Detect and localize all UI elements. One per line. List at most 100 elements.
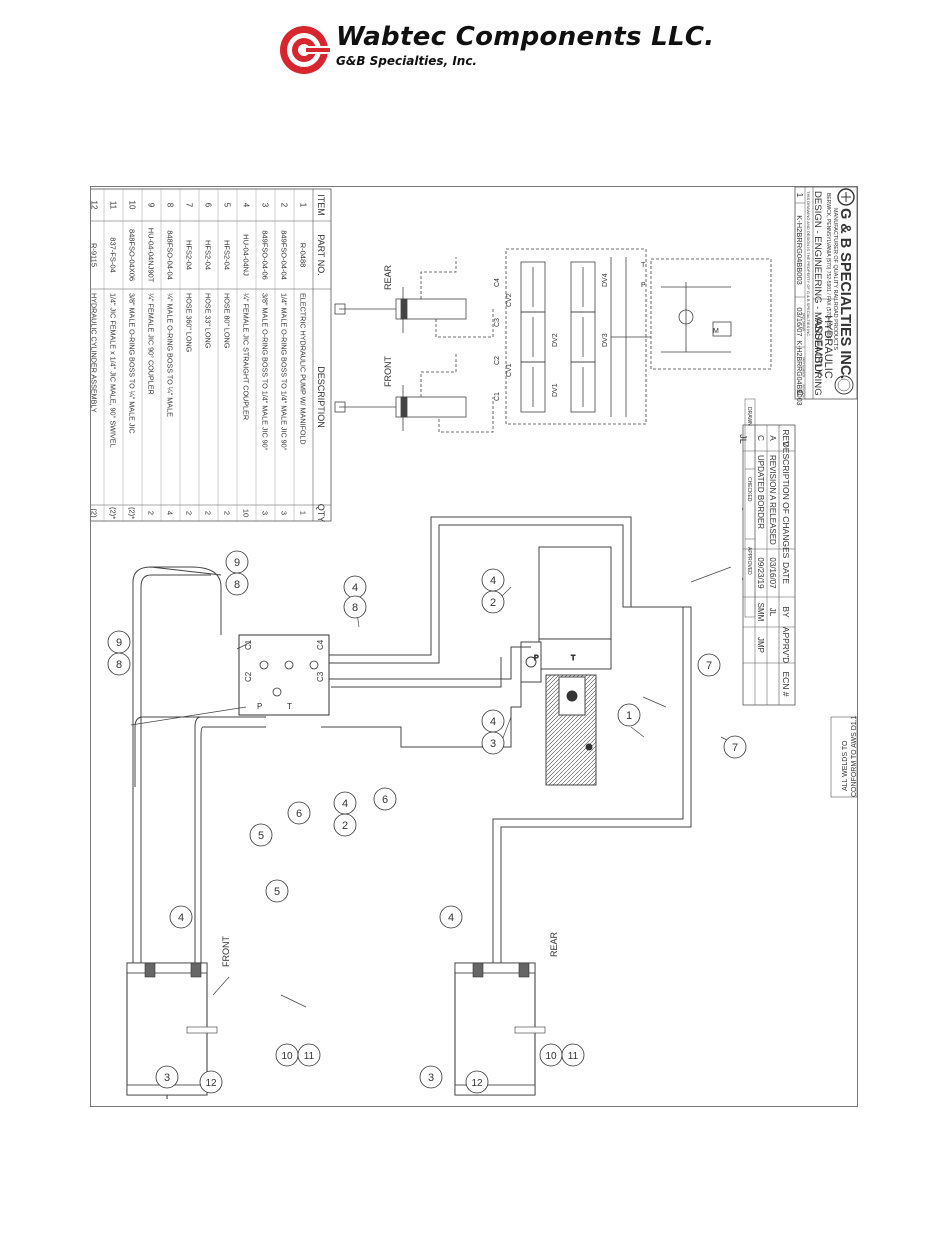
front-cylinder-label: FRONT bbox=[221, 936, 231, 967]
bom-row-12-item: 12 bbox=[91, 201, 99, 210]
svg-text:8: 8 bbox=[352, 602, 358, 614]
callout-10-rear: 10 bbox=[539, 1043, 563, 1067]
schem-c2: C2 bbox=[494, 356, 501, 365]
svg-text:3: 3 bbox=[164, 1072, 170, 1084]
bom-row-8-desc: ¼" MALE O-RING BOSS TO ¼" MALE bbox=[166, 293, 175, 417]
bom-row-3-qty: 3 bbox=[261, 511, 270, 515]
schem-c4: C4 bbox=[494, 278, 501, 287]
signature-strip: DRAWN CHECKED APPROVED bbox=[744, 398, 756, 618]
callout-12-front: 12 bbox=[199, 1070, 223, 1094]
callout-12-rear: 12 bbox=[465, 1070, 489, 1094]
svg-text:3: 3 bbox=[428, 1072, 434, 1084]
manifold: C1 C2 C4 C3 P T bbox=[238, 634, 330, 716]
callout-4-manifold: 4 bbox=[343, 575, 367, 599]
callout-7-top: 7 bbox=[697, 653, 721, 677]
svg-text:4: 4 bbox=[352, 582, 358, 594]
rev-row-2-apprvd: JMP bbox=[756, 637, 765, 653]
rev-header-date: DATE bbox=[781, 562, 791, 584]
svg-text:2: 2 bbox=[342, 820, 348, 832]
bom-row-8-qty: 4 bbox=[166, 511, 175, 515]
pump-p-label: P bbox=[534, 655, 539, 662]
callout-8-left: 8 bbox=[107, 652, 131, 676]
bom-row-6-desc: HOSE 33" LONG bbox=[204, 293, 213, 349]
rev-header-desc: DESCRIPTION OF CHANGES bbox=[781, 442, 791, 559]
bom-row-5-part: HFS2-04 bbox=[223, 240, 232, 270]
gb-logo bbox=[834, 188, 855, 395]
bom-row-2-part: 849FSO-04-04 bbox=[280, 230, 289, 280]
callout-8-manifold: 8 bbox=[343, 595, 367, 619]
tb-label-rev: REVISION bbox=[802, 384, 806, 397]
bom-table: ITEM PART NO. DESCRIPTION QTY 1R-0488ELE… bbox=[91, 188, 332, 522]
drawn-label: DRAWN bbox=[746, 407, 752, 426]
callout-11-rear: 11 bbox=[561, 1043, 585, 1067]
tb-title-2: ASSEMBLY bbox=[812, 318, 824, 377]
checked-by: - bbox=[738, 508, 748, 511]
tb-label-part: PART NUMBER bbox=[802, 357, 806, 377]
schem-dv4: DV4 bbox=[602, 273, 609, 287]
svg-text:5: 5 bbox=[274, 886, 280, 898]
bom-row-8-item: 8 bbox=[166, 203, 175, 208]
callout-4-rear: 4 bbox=[439, 905, 463, 929]
callout-4-pump-b: 4 bbox=[481, 709, 505, 733]
svg-text:4: 4 bbox=[448, 912, 454, 924]
signature-values: JL - - bbox=[738, 434, 748, 580]
schem-m: M bbox=[713, 328, 719, 335]
bom-row-5-item: 5 bbox=[223, 203, 232, 208]
callout-6-a: 6 bbox=[287, 801, 311, 825]
wabtec-logo bbox=[280, 26, 330, 74]
callout-2-manifold: 2 bbox=[333, 813, 357, 837]
rear-cylinder: REAR bbox=[454, 931, 559, 1096]
bom-row-12-desc: HYDRAULIC CYLINDER ASSEMBLY bbox=[91, 293, 99, 413]
bom-row-4-desc: ¼" FEMALE JIC STRAIGHT COUPLER bbox=[242, 293, 251, 420]
bom-row-6-qty: 2 bbox=[204, 511, 213, 515]
schem-front-label: FRONT bbox=[383, 356, 393, 387]
callout-9-top: 9 bbox=[225, 550, 249, 574]
svg-text:10: 10 bbox=[545, 1051, 557, 1062]
bom-row-6-part: HFS2-04 bbox=[204, 240, 213, 270]
rev-row-2-by: SMM bbox=[756, 603, 765, 622]
bom-row-2-desc: 1/4" MALE O-RING BOSS TO 1/4" MALE JIC 9… bbox=[280, 293, 289, 451]
bom-row-9-desc: ¼" FEMALE JIC 90° COUPLER bbox=[147, 293, 156, 395]
rev-row-1-desc: REVISION A RELEASED bbox=[768, 455, 777, 545]
tb-date: 03/16/07 bbox=[795, 307, 804, 336]
rev-header-apprvd: APPRV'D bbox=[781, 627, 791, 663]
bom-row-4-item: 4 bbox=[242, 203, 251, 208]
tb-title-1: HYDRAULIC bbox=[822, 315, 834, 379]
tb-address: BERWICK, PENNSYLVANIA (570) 752-5901 / F… bbox=[825, 193, 831, 341]
rear-cylinder-label: REAR bbox=[549, 931, 559, 957]
svg-text:1: 1 bbox=[626, 710, 632, 722]
bom-row-7-part: HFS2-04 bbox=[185, 240, 194, 270]
tb-tagline: MANUFACTURER OF QUALITY RAILROAD PRODUCT… bbox=[832, 208, 838, 350]
bom-row-12-part: R-9115 bbox=[91, 243, 99, 267]
tb-part-number: K-H2BRRG04BB003 bbox=[795, 215, 804, 285]
bom-row-3-item: 3 bbox=[261, 203, 270, 208]
bom-row-1-qty: 1 bbox=[299, 511, 308, 515]
bom-row-1-desc: ELECTRIC HYDRAULIC PUMP W/ MANIFOLD bbox=[299, 293, 308, 445]
bom-row-3-desc: 3/8" MALE O-RING BOSS TO 1/4" MALE JIC 9… bbox=[261, 293, 270, 451]
schem-dv1: DV1 bbox=[552, 383, 559, 397]
svg-text:5: 5 bbox=[258, 830, 264, 842]
welds-note-1: ALL WELDS TO bbox=[842, 740, 849, 791]
callout-1: 1 bbox=[617, 703, 641, 727]
welds-note-2: CONFORM TO AWS D1.1 bbox=[851, 715, 858, 797]
callout-4-front: 4 bbox=[169, 905, 193, 929]
svg-text:8: 8 bbox=[234, 579, 240, 591]
bom-header-item: ITEM bbox=[316, 194, 326, 216]
rev-row-1-rev: A bbox=[768, 435, 777, 441]
rev-row-1-by: JL bbox=[768, 608, 777, 617]
bom-header-desc: DESCRIPTION bbox=[316, 366, 326, 428]
subsidiary-name: G&B Specialties, Inc. bbox=[336, 54, 477, 68]
svg-text:8: 8 bbox=[116, 659, 122, 671]
bom-row-9-item: 9 bbox=[147, 203, 156, 208]
hydraulic-drawing: ITEM PART NO. DESCRIPTION QTY 1R-0488ELE… bbox=[91, 187, 858, 1099]
callout-8-top: 8 bbox=[225, 572, 249, 596]
svg-text:11: 11 bbox=[304, 1051, 315, 1062]
manifold-c3: C3 bbox=[316, 671, 325, 682]
svg-text:12: 12 bbox=[205, 1078, 217, 1089]
tb-company: G & B SPECIALTIES INC. bbox=[837, 208, 853, 379]
welds-note: ALL WELDS TO CONFORM TO AWS D1.1 bbox=[830, 715, 858, 798]
bom-row-7-desc: HOSE 360" LONG bbox=[185, 293, 194, 353]
callout-11-front: 11 bbox=[297, 1043, 321, 1067]
approved-label: APPROVED bbox=[746, 547, 752, 575]
callout-3-front: 3 bbox=[155, 1065, 179, 1089]
